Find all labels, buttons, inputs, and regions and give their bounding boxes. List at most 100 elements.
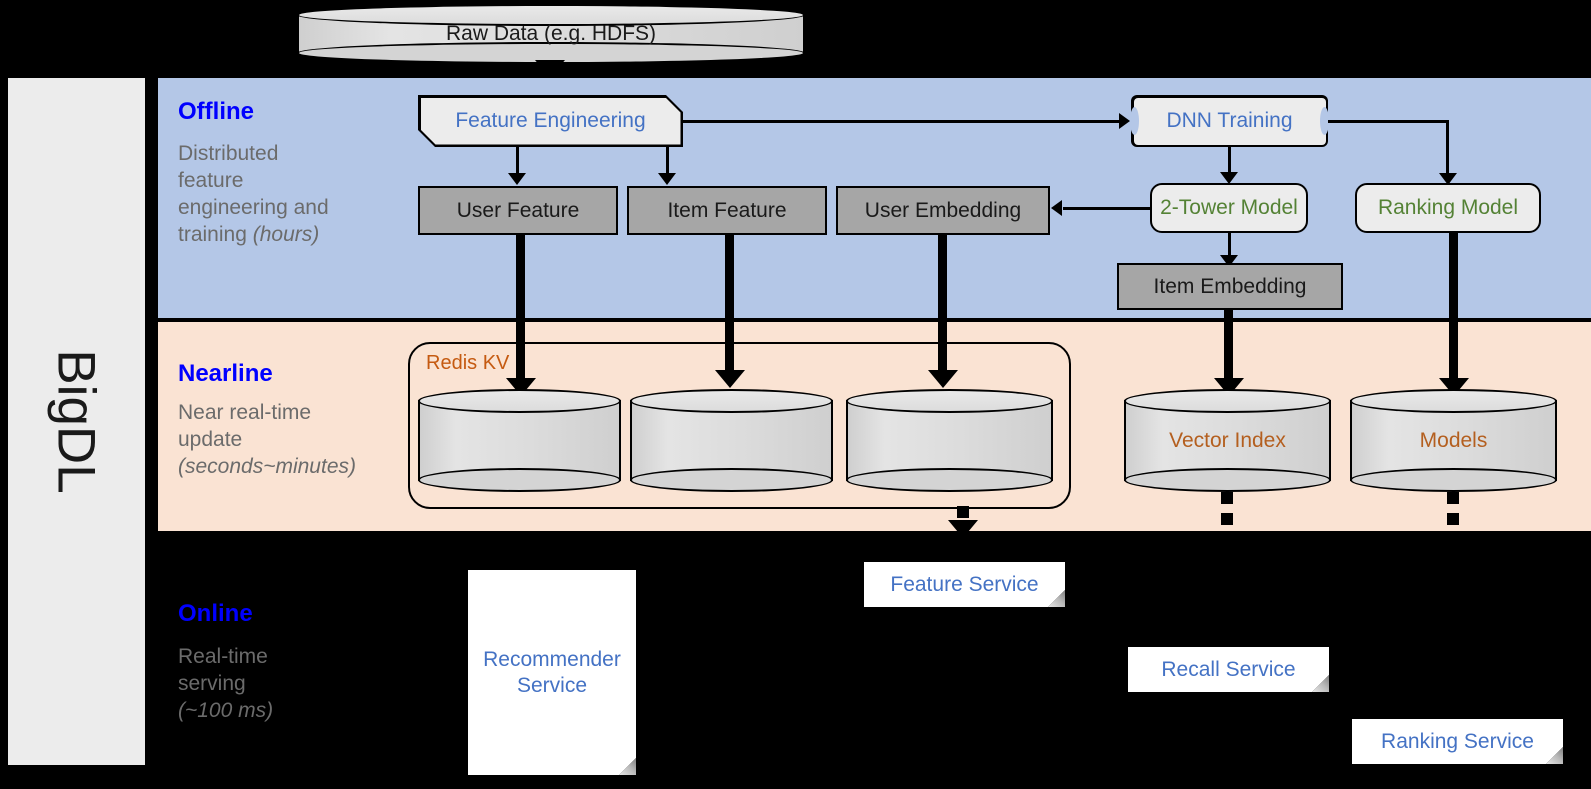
nearline-subtitle: Near real-time update (seconds~minutes) (178, 400, 408, 481)
redis-store-1-label (418, 389, 621, 492)
raw-data-cylinder-top (297, 4, 805, 26)
edge-dnn-twotower-line (1228, 147, 1231, 176)
recall-service-label: Recall Service (1161, 657, 1296, 681)
offline-sub-line-4: training (hours) (178, 222, 393, 249)
item-embedding-node[interactable]: Item Embedding (1117, 263, 1343, 310)
edge-rawdata-fe-arrow (535, 60, 565, 78)
ranking-model-node[interactable]: Ranking Model (1355, 183, 1541, 233)
edge-dnn-ranking-arrow (1439, 173, 1457, 185)
raw-data-store: Raw Data (e.g. HDFS) (297, 4, 805, 64)
redis-store-2-label (630, 389, 833, 492)
redis-kv-group (408, 342, 1071, 509)
edge-rankingmodel-models-pipe (1449, 233, 1458, 388)
edge-redis-featureservice-arrow (948, 520, 978, 538)
edge-models-rankingservice-dash-1 (1447, 492, 1459, 504)
edge-vectorindex-recallservice-dash-2 (1221, 513, 1233, 525)
online-title: Online (178, 600, 253, 627)
offline-sub-line-3: engineering and (178, 195, 329, 219)
redis-store-3-label (846, 389, 1053, 492)
vector-index-label: Vector Index (1169, 428, 1286, 452)
models-store[interactable]: Models (1350, 389, 1557, 492)
dnn-training-notch-left (1130, 107, 1139, 135)
models-bottom (1350, 468, 1557, 492)
redis-store-3-bottom (846, 468, 1053, 492)
edge-fe-userfeature-arrow (508, 173, 526, 185)
vector-index-top (1124, 389, 1331, 413)
nearline-sub-line-1: Near real-time (178, 401, 312, 424)
edge-fe-dnn-line (683, 120, 1120, 123)
recall-service-node[interactable]: Recall Service (1128, 647, 1329, 692)
item-feature-node[interactable]: Item Feature (627, 186, 827, 235)
redis-store-1-bottom (418, 468, 621, 492)
recommender-service-node[interactable]: Recommender Service (468, 570, 636, 775)
offline-sub-italic: (hours) (252, 222, 320, 246)
models-top (1350, 389, 1557, 413)
feature-engineering-label: Feature Engineering (421, 98, 681, 145)
edge-dnn-twotower-arrow (1220, 172, 1238, 184)
vector-index-bottom (1124, 468, 1331, 492)
feature-service-node[interactable]: Feature Service (864, 562, 1065, 607)
edge-itemfeature-store2-pipe (725, 235, 734, 380)
edge-userembedding-store3-pipe (938, 235, 947, 380)
feature-service-page (864, 562, 1065, 607)
edge-models-rankingservice-dash-2 (1447, 513, 1459, 525)
edge-itemfeature-store2-arrow (715, 370, 745, 388)
bigdl-rail-text: BigDL (47, 349, 107, 494)
two-tower-model-node[interactable]: 2-Tower Model (1150, 183, 1308, 233)
offline-subtitle: Distributed feature engineering and trai… (178, 141, 393, 249)
edge-userembedding-store3-arrow (928, 370, 958, 388)
edge-twotower-userembedding-line (1063, 207, 1151, 210)
online-sub-line-1: Real-time (178, 645, 268, 668)
recall-service-page (1128, 647, 1329, 692)
redis-store-2-bottom (630, 468, 833, 492)
offline-sub-line-1: Distributed (178, 142, 279, 165)
user-feature-node[interactable]: User Feature (418, 186, 618, 235)
online-subtitle: Real-time serving (~100 ms) (178, 644, 408, 725)
bigdl-rail: BigDL (8, 78, 145, 765)
dnn-training-node[interactable]: DNN Training (1130, 95, 1329, 147)
online-sub-line-2: serving (178, 671, 246, 695)
edge-redis-featureservice-dash-1 (957, 506, 969, 518)
redis-store-3-top (846, 389, 1053, 413)
edge-fe-itemfeature-arrow (658, 173, 676, 185)
ranking-service-label: Ranking Service (1381, 729, 1534, 753)
feature-service-label: Feature Service (890, 572, 1039, 596)
redis-store-2[interactable] (630, 389, 833, 492)
dnn-training-notch-right (1320, 107, 1329, 135)
edge-twotower-itemembedding-line (1228, 233, 1231, 259)
recommender-service-line-1: Recommender (483, 648, 621, 672)
online-sub-italic: (~100 ms) (178, 698, 274, 722)
raw-data-label: Raw Data (e.g. HDFS) (445, 22, 657, 45)
recommender-service-label: Recommender Service (468, 570, 636, 775)
nearline-title: Nearline (178, 360, 273, 387)
offline-sub-line-4-text: training (178, 222, 253, 246)
recommender-service-page (468, 570, 636, 775)
redis-store-2-top (630, 389, 833, 413)
redis-kv-label: Redis KV (426, 352, 510, 374)
edge-dnn-ranking-v (1446, 120, 1449, 177)
edge-dnn-ranking-h (1328, 120, 1448, 123)
ranking-service-node[interactable]: Ranking Service (1352, 719, 1563, 764)
redis-store-3[interactable] (846, 389, 1053, 492)
edge-itemembedding-vectorindex-pipe (1224, 310, 1233, 388)
offline-title: Offline (178, 98, 254, 125)
recommender-service-line-2: Service (516, 673, 587, 697)
edge-fe-userfeature-line (516, 147, 519, 177)
offline-sub-line-2: feature (178, 168, 244, 192)
vector-index-store[interactable]: Vector Index (1124, 389, 1331, 492)
ranking-service-page (1352, 719, 1563, 764)
edge-fe-dnn-arrow (1119, 113, 1130, 129)
nearline-sub-italic: (seconds~minutes) (178, 454, 356, 478)
edge-fe-itemfeature-line (666, 147, 669, 177)
edge-vectorindex-recallservice-dash-1 (1221, 492, 1233, 504)
feature-engineering-node[interactable]: Feature Engineering (418, 95, 683, 147)
nearline-sub-line-2: update (178, 427, 243, 451)
dnn-training-label: DNN Training (1133, 97, 1326, 145)
redis-store-1-top (418, 389, 621, 413)
models-label: Models (1419, 428, 1488, 452)
edge-userfeature-store1-pipe (516, 235, 525, 390)
edge-twotower-userembedding-arrow (1051, 200, 1062, 216)
user-embedding-node[interactable]: User Embedding (836, 186, 1050, 235)
redis-store-1[interactable] (418, 389, 621, 492)
